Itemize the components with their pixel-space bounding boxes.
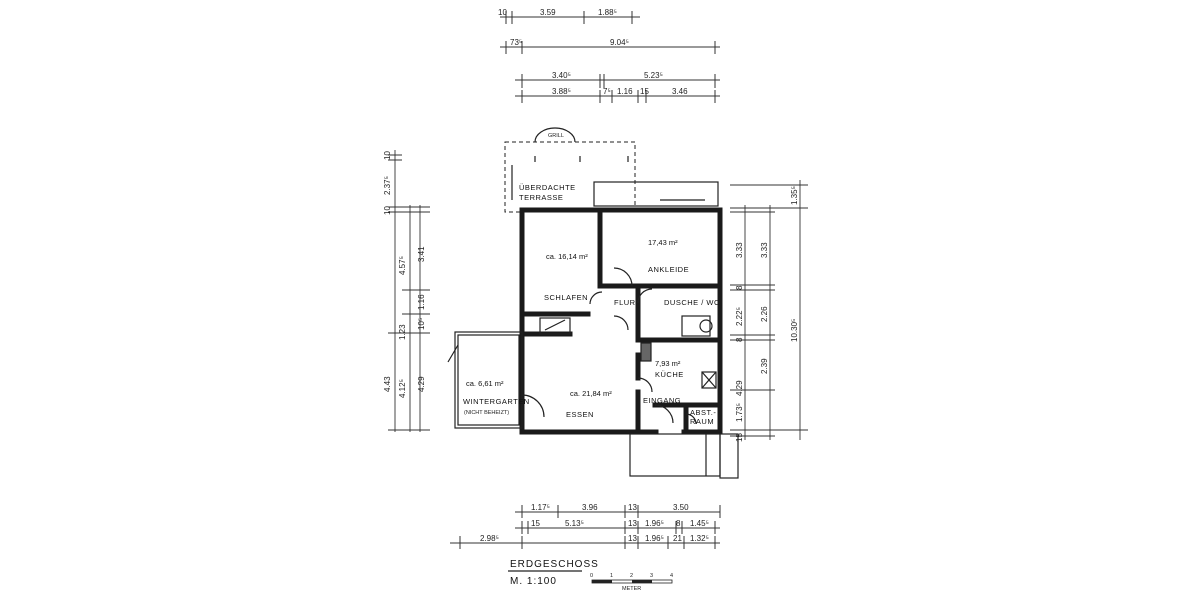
dim-right-2: 3.33 xyxy=(735,242,744,258)
terrace: GRILL ÜBERDACHTE TERRASSE xyxy=(504,127,719,213)
dim-bot-2-b: 5.13⁵ xyxy=(565,519,584,528)
dim-bot-2-a: 15 xyxy=(531,519,540,528)
top-dimensions: 10 3.59 1.88⁵ 73⁵ 9.04⁵ 3.40⁵ 5.23⁵ 3.88… xyxy=(498,8,720,103)
title-block: ERDGESCHOSS M. 1:100 0 1 2 3 4 METER xyxy=(508,559,673,592)
dim-right-5: 8 xyxy=(735,337,744,342)
dim-right-total: 10.30⁵ xyxy=(790,319,799,342)
abstraum-label-1: ABST.- xyxy=(690,408,716,417)
dim-top-3-b: 5.23⁵ xyxy=(644,71,663,80)
dim-bot-2-c: 13 xyxy=(628,519,637,528)
scale-tick-1: 1 xyxy=(610,573,613,579)
dim-top-2-b: 9.04⁵ xyxy=(610,38,629,47)
dim-bot-3-c: 1.96⁵ xyxy=(645,534,664,543)
dim-left-6: 4.43 xyxy=(383,376,392,392)
plan-title: ERDGESCHOSS xyxy=(510,559,599,570)
dim-right-4: 2.22⁵ xyxy=(735,307,744,326)
dim-left-3: 10 xyxy=(383,206,392,215)
dim-right-11: 2.39 xyxy=(760,358,769,374)
dim-top-1-a: 10 xyxy=(498,8,507,17)
ankleide-label: ANKLEIDE xyxy=(648,265,689,274)
dim-right-7: 1.73⁵ xyxy=(735,403,744,422)
scale-tick-0: 0 xyxy=(590,573,593,579)
dim-bot-3-b: 13 xyxy=(628,534,637,543)
schlafen-label: SCHLAFEN xyxy=(544,293,588,302)
dim-top-1-c: 1.88⁵ xyxy=(598,8,617,17)
dusche-label: DUSCHE / WC xyxy=(664,298,720,307)
dim-right-6: 4.29 xyxy=(735,380,744,396)
wintergarten-label: WINTERGARTEN xyxy=(463,397,530,406)
dim-right-3: 8 xyxy=(735,285,744,290)
dim-left-9: 1.16 xyxy=(417,294,426,310)
dim-top-4-e: 3.46 xyxy=(672,87,688,96)
eingang-label: EINGANG xyxy=(643,396,681,405)
dim-top-3-a: 3.40⁵ xyxy=(552,71,571,80)
dim-left-4: 4.57⁵ xyxy=(398,256,407,275)
room-labels: ca. 16,14 m² SCHLAFEN 17,43 m² ANKLEIDE … xyxy=(463,238,720,426)
dim-bot-2-d: 1.96⁵ xyxy=(645,519,664,528)
dim-top-2-a: 73⁵ xyxy=(510,38,522,47)
schlafen-area: ca. 16,14 m² xyxy=(546,252,588,261)
terrace-label-1: ÜBERDACHTE xyxy=(519,183,576,192)
terrace-label-2: TERRASSE xyxy=(519,193,563,202)
dim-bot-2-f: 1.45⁵ xyxy=(690,519,709,528)
dim-bot-3-d: 21 xyxy=(673,534,682,543)
doors-fixtures xyxy=(539,267,739,479)
dim-top-4-b: 7⁵ xyxy=(603,87,611,96)
flur-label: FLUR xyxy=(614,298,636,307)
kueche-label: KÜCHE xyxy=(655,370,684,379)
dim-right-8: 15 xyxy=(735,433,744,442)
left-dimensions: 10 2.37⁵ 10 4.57⁵ 1.23 4.43 4.12⁵ 3.41 1… xyxy=(383,150,430,432)
essen-label: ESSEN xyxy=(566,410,594,419)
dim-bot-1-c: 13 xyxy=(628,503,637,512)
wintergarten-note: (NICHT BEHEIZT) xyxy=(464,410,509,416)
scale-tick-2: 2 xyxy=(630,573,633,579)
ankleide-area: 17,43 m² xyxy=(648,238,678,247)
dim-left-8: 3.41 xyxy=(417,246,426,262)
dim-right-1: 1.35⁵ xyxy=(790,186,799,205)
dim-bot-1-a: 1.17⁵ xyxy=(531,503,550,512)
dim-left-10: 10⁵ xyxy=(417,318,426,330)
bottom-dimensions: 1.17⁵ 3.96 13 3.50 15 5.13⁵ 13 1.96⁵ 8 1… xyxy=(450,503,721,549)
scale-unit: METER xyxy=(622,586,641,592)
dim-top-1-b: 3.59 xyxy=(540,8,556,17)
wintergarten xyxy=(447,331,545,429)
dim-right-10: 2.26 xyxy=(760,306,769,322)
dim-bot-3-e: 1.32⁵ xyxy=(690,534,709,543)
essen-area: ca. 21,84 m² xyxy=(570,389,612,398)
dim-top-4-d: 15 xyxy=(640,87,649,96)
kueche-area: 7,93 m² xyxy=(655,359,681,368)
dim-left-7: 4.12⁵ xyxy=(398,379,407,398)
dim-top-4-a: 3.88⁵ xyxy=(552,87,571,96)
right-dimensions: 1.35⁵ 3.33 8 2.22⁵ 8 4.29 1.73⁵ 15 3.33 … xyxy=(730,180,808,442)
dim-bot-1-d: 3.50 xyxy=(673,503,689,512)
dim-right-9: 3.33 xyxy=(760,242,769,258)
scale-bar: 0 1 2 3 4 METER xyxy=(590,573,673,592)
dim-bot-1-b: 3.96 xyxy=(582,503,598,512)
plan-scale: M. 1:100 xyxy=(510,576,557,587)
wintergarten-area: ca. 6,61 m² xyxy=(466,379,504,388)
dim-left-1: 10 xyxy=(383,151,392,160)
dim-left-5: 1.23 xyxy=(398,324,407,340)
scale-tick-3: 3 xyxy=(650,573,653,579)
walls xyxy=(519,207,723,435)
dim-top-4-c: 1.16 xyxy=(617,87,633,96)
dim-left-2: 2.37⁵ xyxy=(383,176,392,195)
abstraum-label-2: RAUM xyxy=(690,417,714,426)
scale-tick-4: 4 xyxy=(670,573,673,579)
grill-label: GRILL xyxy=(548,133,564,139)
dim-left-11: 4.29 xyxy=(417,376,426,392)
dim-bot-2-e: 8 xyxy=(676,519,681,528)
dim-bot-3-a: 2.98⁵ xyxy=(480,534,499,543)
